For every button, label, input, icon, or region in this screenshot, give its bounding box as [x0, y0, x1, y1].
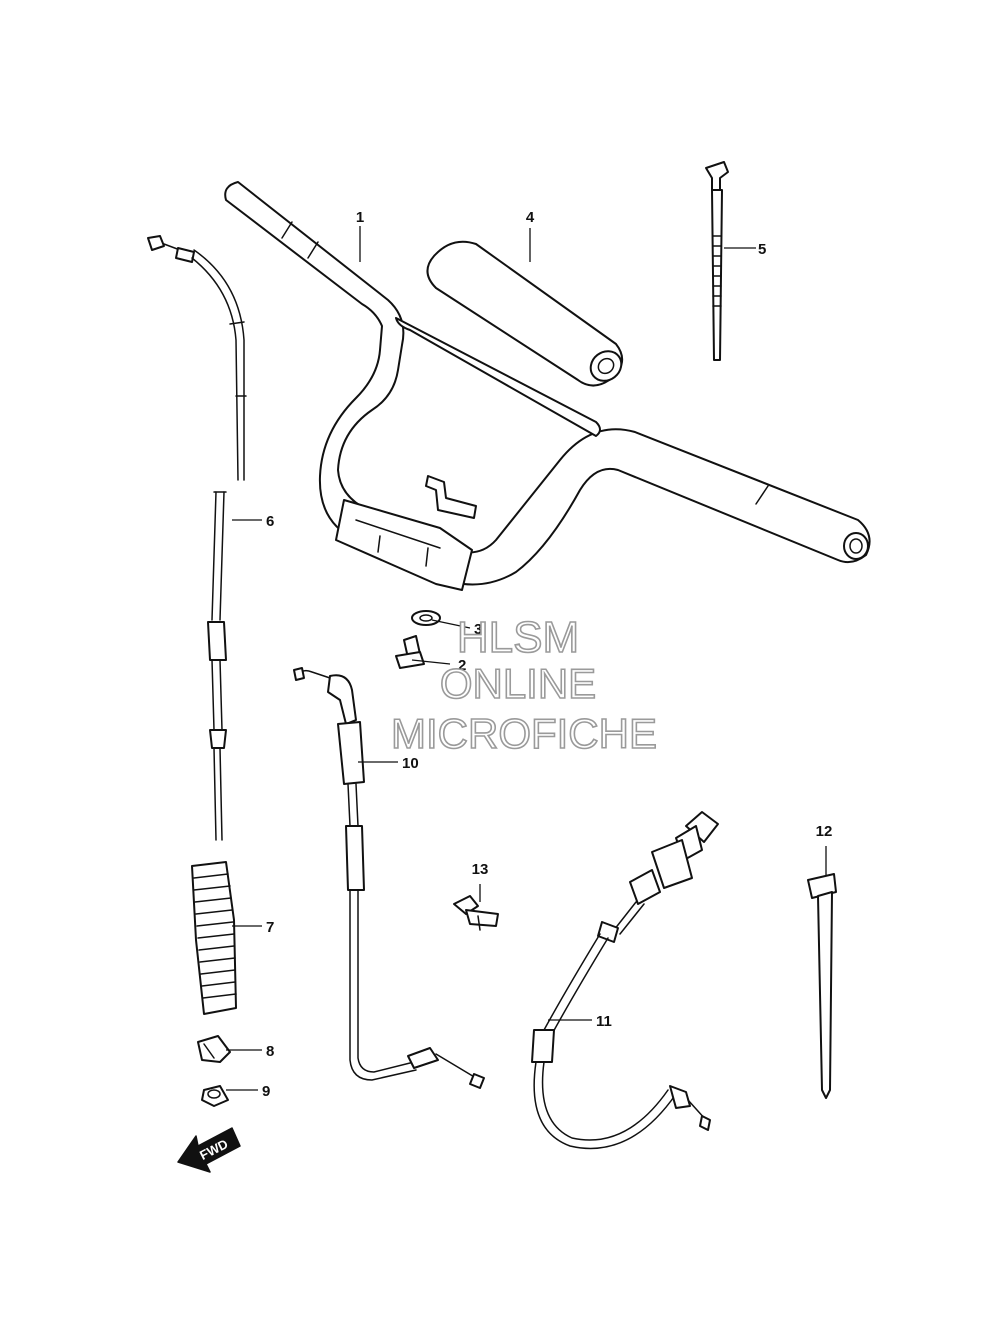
callout-7: 7: [266, 919, 274, 936]
handlebar-pad: [426, 240, 623, 387]
callout-labels: 1 2 3 4 5 6 7 8 9 10 11 12 13: [262, 209, 832, 1100]
callout-3: 3: [474, 621, 482, 638]
callout-10: 10: [402, 755, 419, 772]
leader-lines: [226, 226, 827, 1091]
cable-tie-short: [807, 873, 837, 1099]
callout-12: 12: [816, 823, 833, 840]
handlebar: [224, 181, 871, 591]
choke-cable: [531, 811, 719, 1150]
cap: [197, 1035, 231, 1063]
cable-long: [147, 235, 247, 841]
callout-2: 2: [458, 657, 466, 674]
callout-8: 8: [266, 1043, 274, 1060]
cable-tie-long: [705, 161, 729, 361]
callout-1: 1: [356, 209, 364, 226]
watermark-line3: MICROFICHE: [391, 710, 657, 757]
callout-6: 6: [266, 513, 274, 530]
fwd-arrow-icon: FWD: [177, 1127, 241, 1173]
clamp: [453, 895, 499, 931]
cable-boot: [191, 861, 237, 1015]
watermark: HLSM ONLINE MICROFICHE: [390, 612, 658, 758]
bolt: [395, 635, 425, 669]
nut: [201, 1085, 229, 1107]
callout-4: 4: [526, 209, 535, 226]
watermark-line2: ONLINE: [440, 660, 596, 707]
callout-5: 5: [758, 241, 766, 258]
throttle-cable: [293, 667, 485, 1089]
washer: [411, 610, 441, 626]
callout-13: 13: [472, 861, 489, 878]
watermark-line1: HLSM: [457, 613, 579, 662]
callout-9: 9: [262, 1083, 270, 1100]
callout-11: 11: [596, 1013, 612, 1030]
